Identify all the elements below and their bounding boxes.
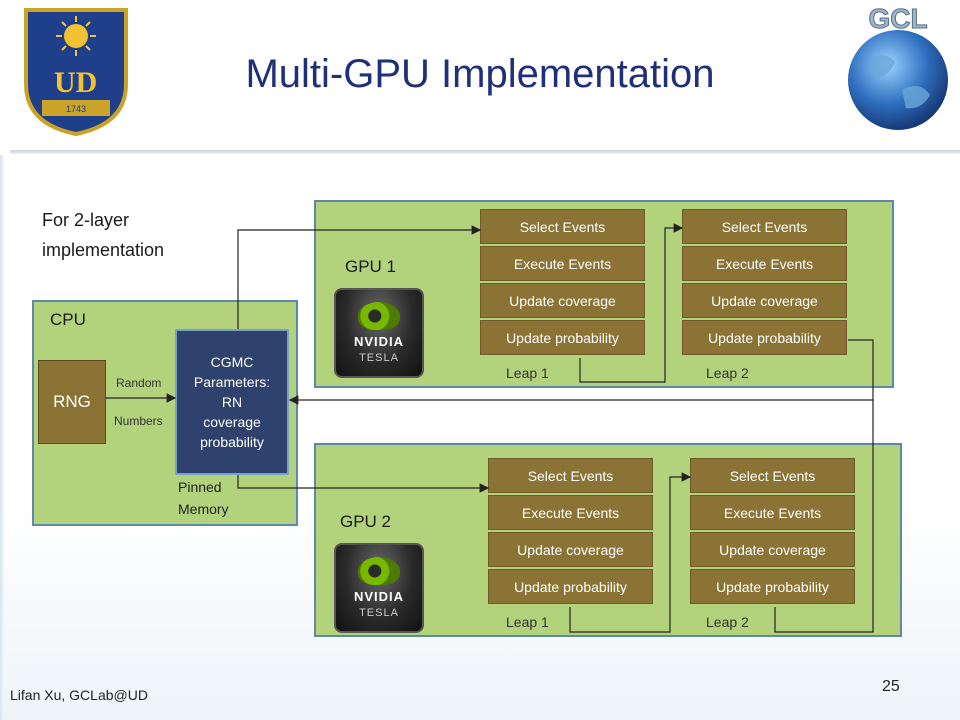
pinned-text: Pinned xyxy=(178,479,222,495)
nvidia-eye-icon xyxy=(358,557,400,585)
gpu2-leap2-steps: Select Events Execute Events Update cove… xyxy=(690,458,855,604)
pinned-memory-label: Pinned Memory xyxy=(178,476,229,520)
step-update-probability: Update probability xyxy=(690,569,855,604)
gpu2-label: GPU 2 xyxy=(340,512,392,531)
for-2-layer-label: For 2-layer implementation xyxy=(42,210,165,260)
title-divider xyxy=(10,150,960,154)
gpu1-leap1-label: Leap 1 xyxy=(506,365,549,381)
gpu1-leap2-steps: Select Events Execute Events Update cove… xyxy=(682,209,847,355)
nvidia-eye-icon xyxy=(358,302,400,330)
left-edge-decoration xyxy=(0,155,4,720)
university-mark: UD xyxy=(54,66,97,99)
step-update-probability: Update probability xyxy=(682,320,847,355)
nvidia-logo-text: NVIDIA xyxy=(353,334,405,349)
page-number: 25 xyxy=(882,678,900,695)
cgmc-line: RN xyxy=(221,394,243,410)
nvidia-logo-text: NVIDIA xyxy=(353,589,405,604)
step-execute-events: Execute Events xyxy=(682,246,847,281)
step-execute-events: Execute Events xyxy=(690,495,855,530)
step-update-coverage: Update coverage xyxy=(480,283,645,318)
step-select-events: Select Events xyxy=(488,458,653,493)
gpu1-leap1-steps: Select Events Execute Events Update cove… xyxy=(480,209,645,355)
random-label: Random xyxy=(116,376,162,390)
gpu2-leap1-to-leap2-arrow xyxy=(569,472,692,633)
gpu2-leap2-label: Leap 2 xyxy=(706,614,749,630)
gcl-text: GCL xyxy=(868,3,927,34)
nvidia-tesla-logo: NVIDIA TESLA xyxy=(334,288,424,378)
gpu2-leap1-label: Leap 1 xyxy=(506,614,549,630)
step-execute-events: Execute Events xyxy=(488,495,653,530)
step-update-probability: Update probability xyxy=(480,320,645,355)
gpu1-label: GPU 1 xyxy=(345,257,397,276)
cpu-label: CPU xyxy=(50,310,86,329)
cgmc-line: CGMC xyxy=(210,354,254,370)
footer-author: Lifan Xu, GCLab@UD xyxy=(10,687,148,703)
gpu1-return-arrow xyxy=(288,339,874,405)
step-select-events: Select Events xyxy=(682,209,847,244)
university-year: 1743 xyxy=(66,104,86,114)
gpu1-leap2-label: Leap 2 xyxy=(706,365,749,381)
cgmc-line: Parameters: xyxy=(193,374,271,390)
cgmc-to-gpu1-arrow xyxy=(237,225,482,329)
step-execute-events: Execute Events xyxy=(480,246,645,281)
gcl-globe-logo: GCL xyxy=(840,0,955,135)
gpu2-leap1-steps: Select Events Execute Events Update cove… xyxy=(488,458,653,604)
step-select-events: Select Events xyxy=(480,209,645,244)
nvidia-tesla-logo: NVIDIA TESLA xyxy=(334,543,424,633)
numbers-label: Numbers xyxy=(114,414,163,428)
memory-text: Memory xyxy=(178,501,229,517)
slide-title: Multi-GPU Implementation xyxy=(245,52,715,96)
cgmc-line: coverage xyxy=(203,414,261,430)
university-logo: UD 1743 xyxy=(20,6,132,137)
cgmc-line: probability xyxy=(200,434,264,450)
gpu2-return-line xyxy=(774,400,874,633)
tesla-logo-text: TESLA xyxy=(359,607,399,619)
step-update-coverage: Update coverage xyxy=(682,283,847,318)
step-update-coverage: Update coverage xyxy=(690,532,855,567)
step-select-events: Select Events xyxy=(690,458,855,493)
cgmc-to-gpu2-arrow xyxy=(237,475,490,493)
rng-box: RNG xyxy=(38,360,106,444)
step-update-probability: Update probability xyxy=(488,569,653,604)
cgmc-parameters-box: CGMC Parameters: RN coverage probability xyxy=(175,329,289,475)
step-update-coverage: Update coverage xyxy=(488,532,653,567)
tesla-logo-text: TESLA xyxy=(359,352,399,364)
gpu1-leap1-to-leap2-arrow xyxy=(579,223,684,383)
